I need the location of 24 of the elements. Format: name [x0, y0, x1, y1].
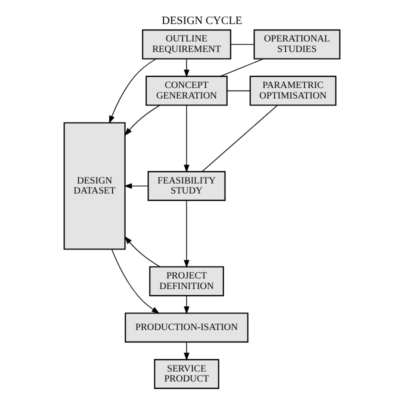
diagram-title: DESIGN CYCLE	[162, 14, 242, 27]
node-box: PROJECT DEFINITION	[149, 266, 224, 296]
arrow	[184, 104, 190, 173]
arrow	[184, 295, 190, 314]
node-box: PRODUCTION-ISATION	[124, 312, 248, 343]
arrow	[124, 104, 160, 136]
arrow	[124, 183, 149, 189]
arrow	[111, 249, 160, 314]
node-box: OUTLINE REQUIREMENT	[142, 29, 232, 60]
node-box: PARAMETRIC OPTIMISATION	[250, 76, 336, 106]
arrow	[109, 58, 157, 124]
arrow	[184, 200, 190, 268]
arrow	[184, 58, 190, 78]
connector	[202, 104, 278, 172]
connector	[220, 58, 264, 77]
node-box: FEASIBILITY STUDY	[148, 171, 226, 201]
arrow	[124, 236, 160, 268]
node-box: CONCEPT GENERATION	[146, 76, 228, 106]
connector	[230, 44, 254, 45]
node-box: SERVICE PRODUCT	[154, 359, 220, 389]
connector	[226, 90, 250, 92]
node-box: OPERATIONAL STUDIES	[254, 29, 340, 60]
node-box: DESIGN DATASET	[64, 122, 126, 250]
arrow	[184, 342, 190, 361]
